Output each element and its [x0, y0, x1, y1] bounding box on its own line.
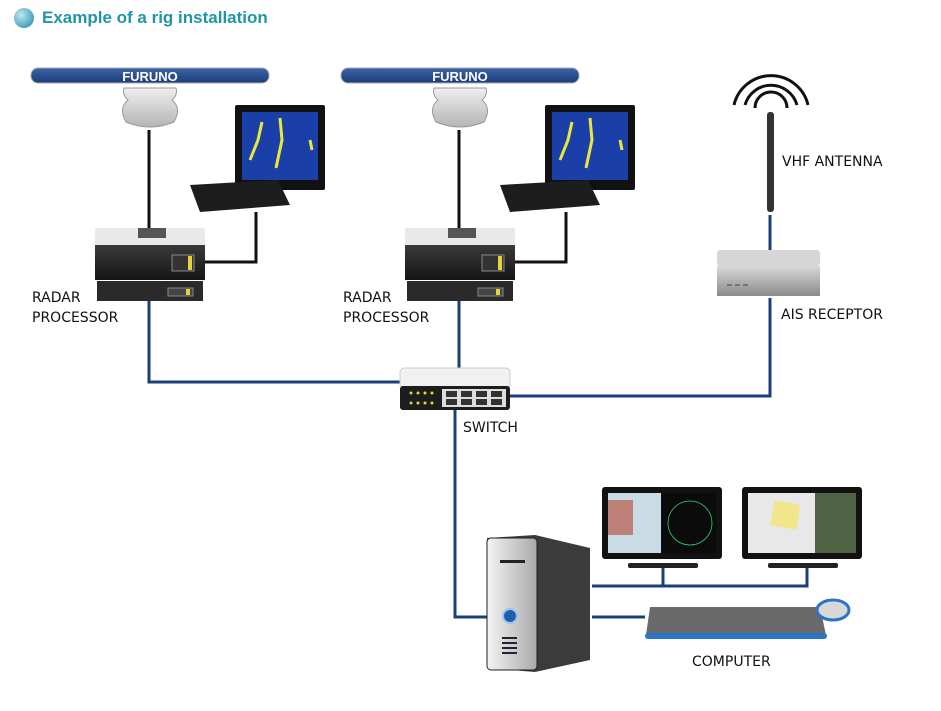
keyboard-icon	[645, 607, 827, 639]
mouse-icon	[815, 598, 851, 622]
monitor-1-icon	[602, 487, 722, 568]
label-line: RADAR	[32, 290, 81, 306]
vhf-antenna-icon	[732, 74, 810, 212]
radar-unit-2: FURUNO	[340, 67, 635, 301]
radar-processor-icon	[95, 228, 205, 301]
switch-label: SWITCH	[463, 420, 518, 436]
radar-pedestal-icon	[122, 87, 178, 128]
label-line: RADAR	[343, 290, 392, 306]
antenna-brand: FURUNO	[432, 69, 488, 84]
radar-pedestal-icon	[432, 87, 488, 128]
monitor-2-icon	[742, 487, 862, 568]
diagram-title: Example of a rig installation	[14, 8, 268, 28]
computer-tower-icon	[486, 535, 590, 672]
radar-processor-icon	[405, 228, 515, 301]
radar-unit-1: FURUNO	[30, 67, 325, 301]
computer-label: COMPUTER	[692, 654, 771, 670]
radar-antenna-bar	[340, 67, 580, 84]
network-cables	[147, 215, 809, 619]
video-cables	[147, 130, 568, 264]
radar-display-icon	[500, 105, 635, 212]
antenna-brand: FURUNO	[122, 69, 178, 84]
vhf-antenna-label: VHF ANTENNA	[782, 154, 883, 170]
ais-receptor-label: AIS RECEPTOR	[781, 307, 883, 323]
bullet-icon	[14, 8, 34, 28]
radar-processor-2-label: RADAR PROCESSOR	[343, 288, 429, 328]
radar-processor-1-label: RADAR PROCESSOR	[32, 288, 118, 328]
ais-receptor-icon	[717, 250, 820, 296]
label-line: PROCESSOR	[343, 310, 430, 326]
label-line: PROCESSOR	[32, 310, 119, 326]
network-switch-icon	[399, 367, 511, 410]
radar-antenna-bar	[30, 67, 270, 84]
title-text: Example of a rig installation	[42, 8, 268, 27]
radar-display-icon	[190, 105, 325, 212]
